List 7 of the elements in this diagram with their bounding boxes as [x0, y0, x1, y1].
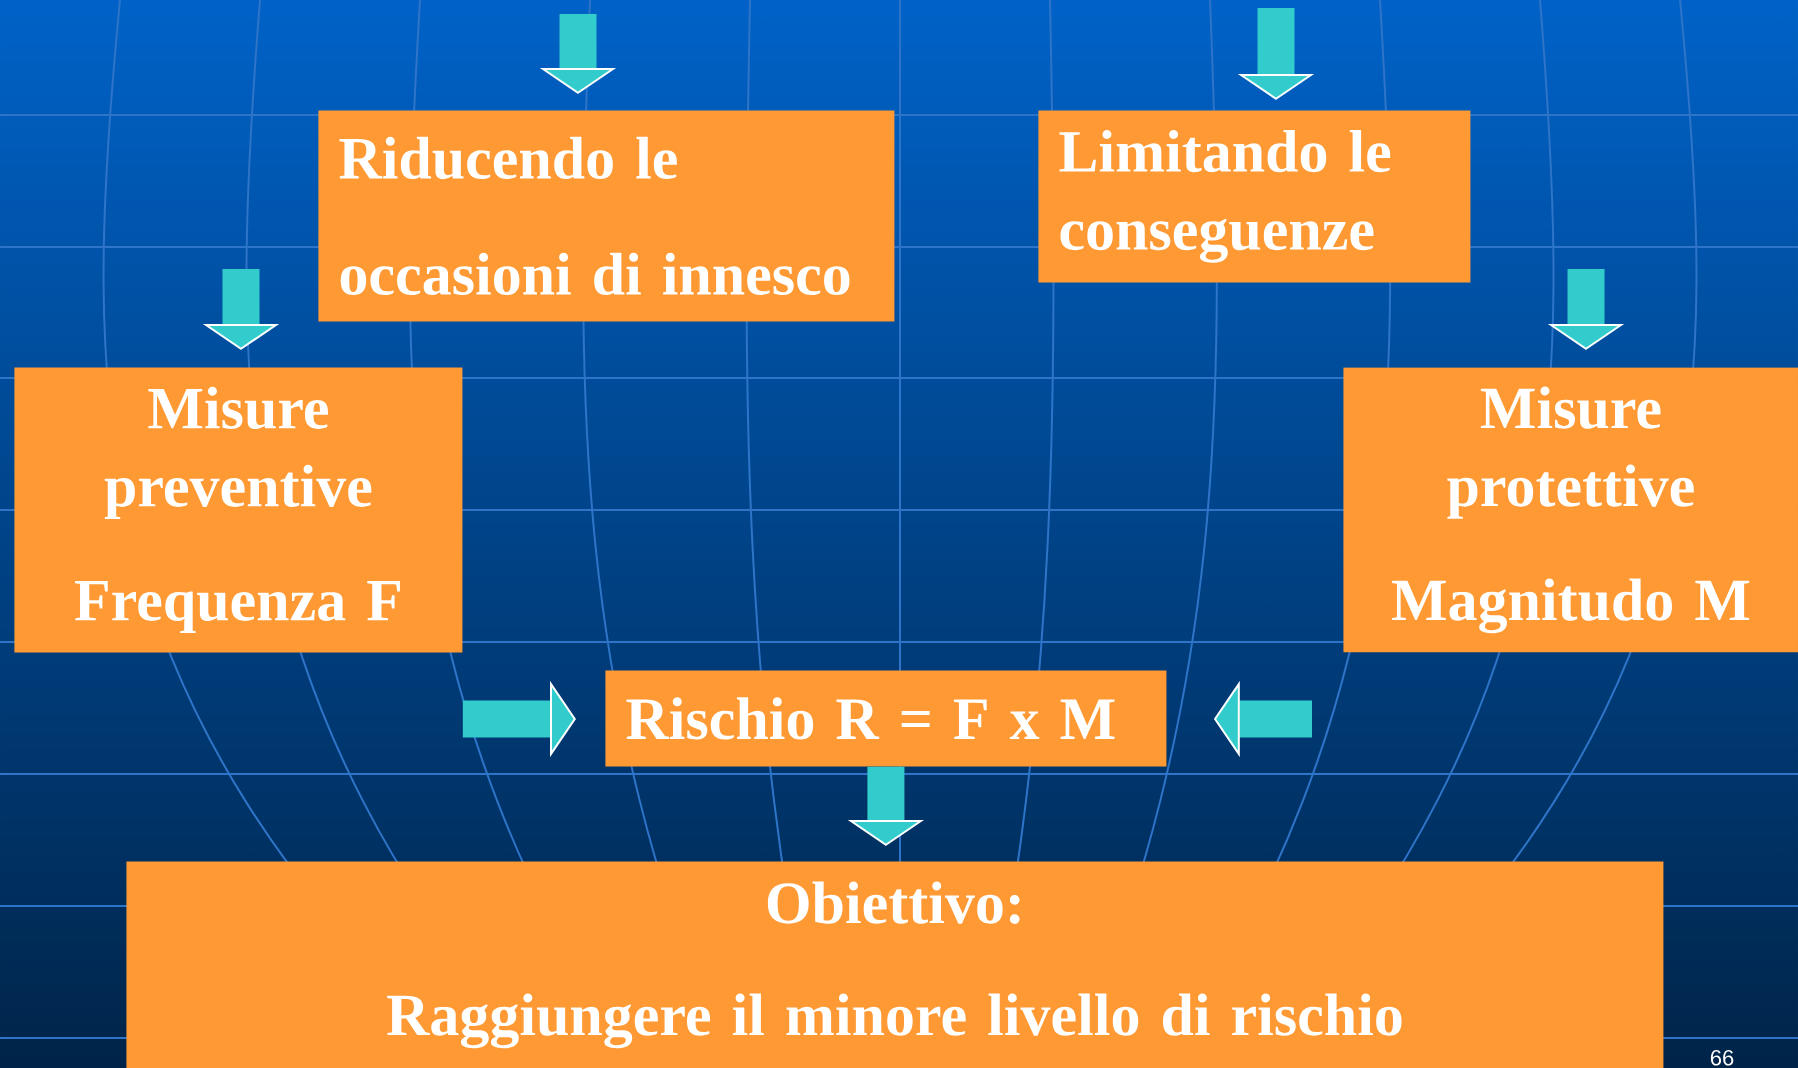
process-box: Misure protettive Magnitudo M: [1343, 367, 1798, 653]
process-box: Obiettivo: Raggiungere il minore livello di rischio: [126, 861, 1664, 1068]
page-number: 66: [1710, 1050, 1734, 1066]
process-box: Misure preventive Frequenza F: [14, 367, 463, 653]
process-box: Limitando le conseguenze: [1038, 110, 1471, 283]
process-box: Rischio R = F x M: [605, 670, 1167, 767]
process-box: Riducendo le occasioni di innesco: [318, 110, 895, 322]
